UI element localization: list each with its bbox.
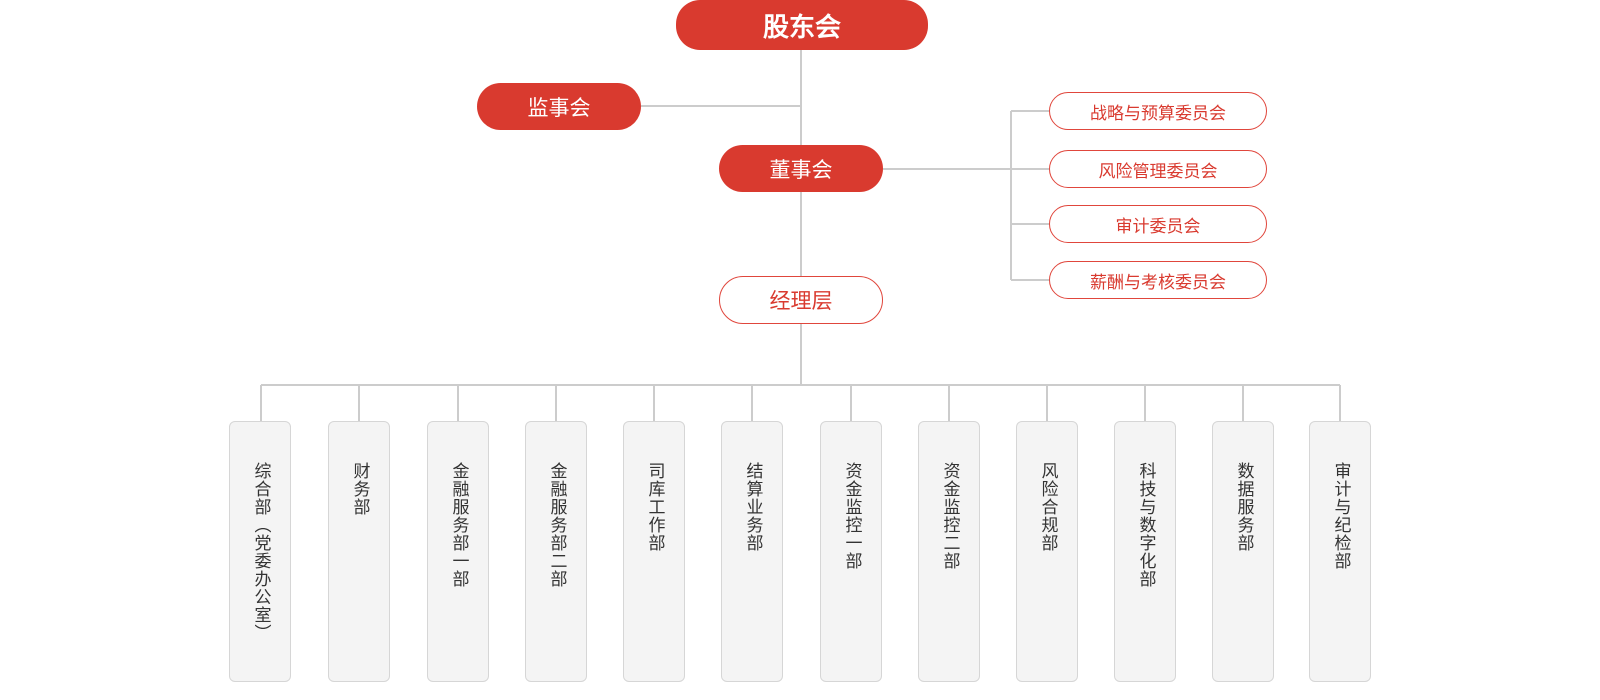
- department-label: 金融服务部一部: [448, 462, 469, 588]
- department-box: 金融服务部一部: [427, 421, 489, 682]
- department-box: 数据服务部: [1212, 421, 1274, 682]
- department-label: 综合部（党委办公室）: [250, 462, 271, 642]
- committee-audit: 审计委员会: [1049, 205, 1267, 243]
- management-node: 经理层: [719, 276, 883, 324]
- department-box: 资金监控二部: [918, 421, 980, 682]
- department-label: 风险合规部: [1037, 462, 1058, 552]
- department-label: 资金监控一部: [841, 462, 862, 570]
- department-box: 综合部（党委办公室）: [229, 421, 291, 682]
- department-box: 金融服务部二部: [525, 421, 587, 682]
- department-box: 资金监控一部: [820, 421, 882, 682]
- department-label: 结算业务部: [742, 462, 763, 552]
- department-label: 数据服务部: [1233, 462, 1254, 552]
- committee-compensation: 薪酬与考核委员会: [1049, 261, 1267, 299]
- committee-label: 审计委员会: [1115, 216, 1201, 237]
- committee-risk-management: 风险管理委员会: [1049, 150, 1267, 188]
- department-label: 财务部: [349, 462, 370, 516]
- department-box: 司库工作部: [623, 421, 685, 682]
- board-of-directors-node: 董事会: [719, 145, 883, 192]
- committee-strategy-budget: 战略与预算委员会: [1049, 92, 1267, 130]
- department-box: 风险合规部: [1016, 421, 1078, 682]
- committee-label: 风险管理委员会: [1098, 161, 1218, 182]
- department-label: 金融服务部二部: [546, 462, 567, 588]
- supervisory-board-label: 监事会: [527, 95, 591, 120]
- department-box: 结算业务部: [721, 421, 783, 682]
- shareholders-meeting-node: 股东会: [676, 0, 928, 50]
- supervisory-board-node: 监事会: [477, 83, 641, 130]
- shareholders-meeting-label: 股东会: [762, 12, 841, 43]
- department-label: 资金监控二部: [939, 462, 960, 570]
- department-box: 财务部: [328, 421, 390, 682]
- management-label: 经理层: [769, 289, 833, 313]
- department-box: 科技与数字化部: [1114, 421, 1176, 682]
- committee-label: 战略与预算委员会: [1090, 103, 1226, 124]
- department-label: 审计与纪检部: [1330, 462, 1351, 570]
- board-of-directors-label: 董事会: [769, 157, 833, 182]
- department-label: 科技与数字化部: [1135, 462, 1156, 588]
- department-box: 审计与纪检部: [1309, 421, 1371, 682]
- department-label: 司库工作部: [644, 462, 665, 552]
- committee-label: 薪酬与考核委员会: [1090, 272, 1226, 293]
